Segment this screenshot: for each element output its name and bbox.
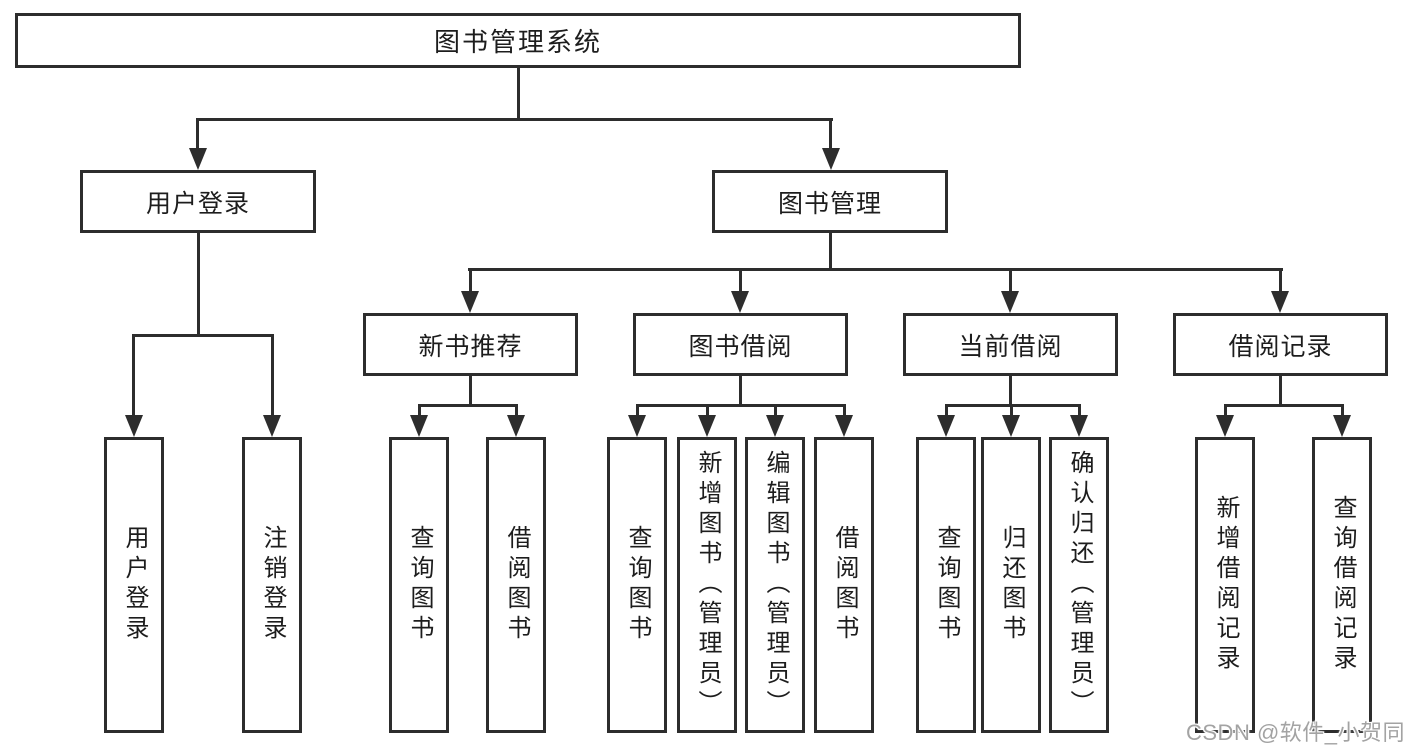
leaf-current-confirm-return-admin: 确认归还（管理员） <box>1049 437 1109 733</box>
node-label: 新书推荐 <box>418 332 523 361</box>
node-label: 当前借阅 <box>958 332 1063 361</box>
connector-line <box>1078 404 1081 417</box>
connector-line <box>1224 404 1227 417</box>
connector-line <box>468 268 1283 271</box>
node-borrowing-records: 借阅记录 <box>1173 313 1388 376</box>
connector-line <box>1009 376 1012 407</box>
node-label: 图书借阅 <box>688 332 793 361</box>
node-label: 查询借阅记录 <box>1329 495 1356 675</box>
connector-line <box>636 404 846 407</box>
connector-line <box>945 404 948 417</box>
connector-line <box>515 404 518 417</box>
arrowhead-down-icon <box>731 291 749 313</box>
arrowhead-down-icon <box>1001 291 1019 313</box>
arrowhead-down-icon <box>125 415 143 437</box>
arrowhead-down-icon <box>461 291 479 313</box>
arrowhead-down-icon <box>507 415 525 437</box>
arrowhead-down-icon <box>822 148 840 170</box>
connector-line <box>829 118 832 150</box>
connector-line <box>1010 404 1013 417</box>
connector-line <box>739 268 742 293</box>
connector-line <box>469 268 472 293</box>
leaf-borrow-query-books: 查询图书 <box>607 437 667 733</box>
node-book-management: 图书管理 <box>712 170 948 233</box>
node-label: 图书管理 <box>777 189 882 218</box>
leaf-borrow-edit-books-admin: 编辑图书（管理员） <box>745 437 805 733</box>
connector-line <box>197 233 200 337</box>
node-label: 查询图书 <box>624 525 651 645</box>
node-label: 归还图书 <box>998 525 1025 645</box>
connector-line <box>829 233 832 270</box>
connector-line <box>132 334 274 337</box>
node-label: 查询图书 <box>406 525 433 645</box>
node-library-management-system: 图书管理系统 <box>15 13 1021 68</box>
node-label: 借阅图书 <box>503 525 530 645</box>
connector-line <box>418 404 421 417</box>
leaf-current-return-books: 归还图书 <box>981 437 1041 733</box>
arrowhead-down-icon <box>263 415 281 437</box>
arrowhead-down-icon <box>1002 415 1020 437</box>
connector-line <box>945 404 1081 407</box>
node-label: 用户登录 <box>121 525 148 645</box>
arrowhead-down-icon <box>1216 415 1234 437</box>
node-label: 编辑图书（管理员） <box>762 450 789 720</box>
arrowhead-down-icon <box>766 415 784 437</box>
leaf-current-query-books: 查询图书 <box>916 437 976 733</box>
connector-line <box>1341 404 1344 417</box>
arrowhead-down-icon <box>1271 291 1289 313</box>
connector-line <box>517 66 520 120</box>
arrowhead-down-icon <box>410 415 428 437</box>
arrowhead-down-icon <box>628 415 646 437</box>
connector-line <box>196 118 199 150</box>
arrowhead-down-icon <box>698 415 716 437</box>
connector-line <box>418 404 518 407</box>
leaf-newbook-borrow-books: 借阅图书 <box>486 437 546 733</box>
connector-line <box>271 334 274 416</box>
connector-line <box>196 118 833 121</box>
leaf-records-add-borrow-record: 新增借阅记录 <box>1195 437 1255 733</box>
connector-line <box>1279 268 1282 293</box>
csdn-watermark: CSDN @软件_小贺同学 <box>1186 720 1405 745</box>
connector-line <box>469 376 472 407</box>
node-label: 新增图书（管理员） <box>694 450 721 720</box>
node-current-borrowing: 当前借阅 <box>903 313 1118 376</box>
node-book-borrowing: 图书借阅 <box>633 313 848 376</box>
arrowhead-down-icon <box>1333 415 1351 437</box>
node-user-login: 用户登录 <box>80 170 316 233</box>
connector-line <box>1009 268 1012 293</box>
node-label: 借阅图书 <box>831 525 858 645</box>
node-new-book-recommendation: 新书推荐 <box>363 313 578 376</box>
node-label: 查询图书 <box>933 525 960 645</box>
arrowhead-down-icon <box>835 415 853 437</box>
node-label: 新增借阅记录 <box>1212 495 1239 675</box>
arrowhead-down-icon <box>189 148 207 170</box>
connector-line <box>636 404 639 417</box>
arrowhead-down-icon <box>937 415 955 437</box>
leaf-records-query-borrow-record: 查询借阅记录 <box>1312 437 1372 733</box>
leaf-logout: 注销登录 <box>242 437 302 733</box>
leaf-borrow-add-books-admin: 新增图书（管理员） <box>677 437 737 733</box>
arrowhead-down-icon <box>1070 415 1088 437</box>
connector-line <box>132 334 135 416</box>
node-label: 借阅记录 <box>1228 332 1333 361</box>
connector-line <box>739 376 742 407</box>
connector-line <box>1279 376 1282 407</box>
connector-line <box>843 404 846 417</box>
node-label: 图书管理系统 <box>433 27 602 57</box>
connector-line <box>1224 404 1344 407</box>
connector-line <box>706 404 709 417</box>
leaf-borrow-borrow-books: 借阅图书 <box>814 437 874 733</box>
node-label: 确认归还（管理员） <box>1066 450 1093 720</box>
leaf-newbook-query-books: 查询图书 <box>389 437 449 733</box>
leaf-user-login: 用户登录 <box>104 437 164 733</box>
connector-line <box>774 404 777 417</box>
node-label: 注销登录 <box>259 525 286 645</box>
node-label: 用户登录 <box>145 189 250 218</box>
